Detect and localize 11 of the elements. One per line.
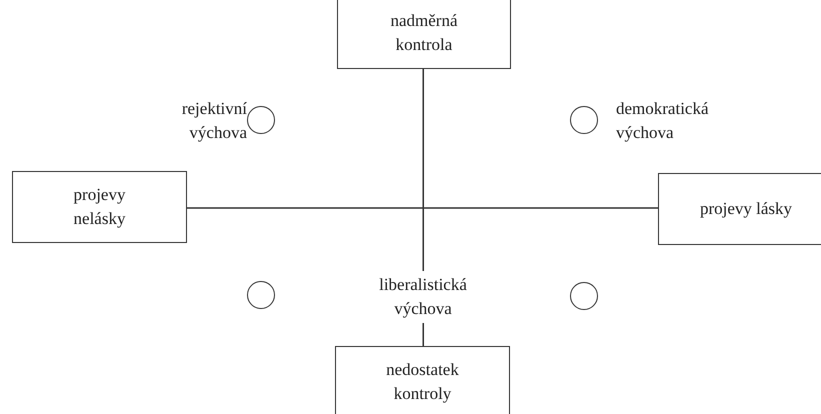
circle-marker — [570, 282, 598, 310]
circle-marker — [247, 281, 275, 309]
text-box: projevy lásky — [658, 173, 821, 245]
text-box: projevy nelásky — [12, 171, 187, 243]
text-box: nedostatek kontroly — [335, 346, 510, 414]
circle-marker — [247, 106, 275, 134]
quadrant-label: rejektivní výchova — [180, 98, 247, 144]
connector-line — [187, 207, 658, 209]
quadrant-label: demokratická výchova — [616, 98, 710, 144]
text-box: nadměrná kontrola — [337, 0, 511, 69]
circle-marker — [570, 106, 598, 134]
